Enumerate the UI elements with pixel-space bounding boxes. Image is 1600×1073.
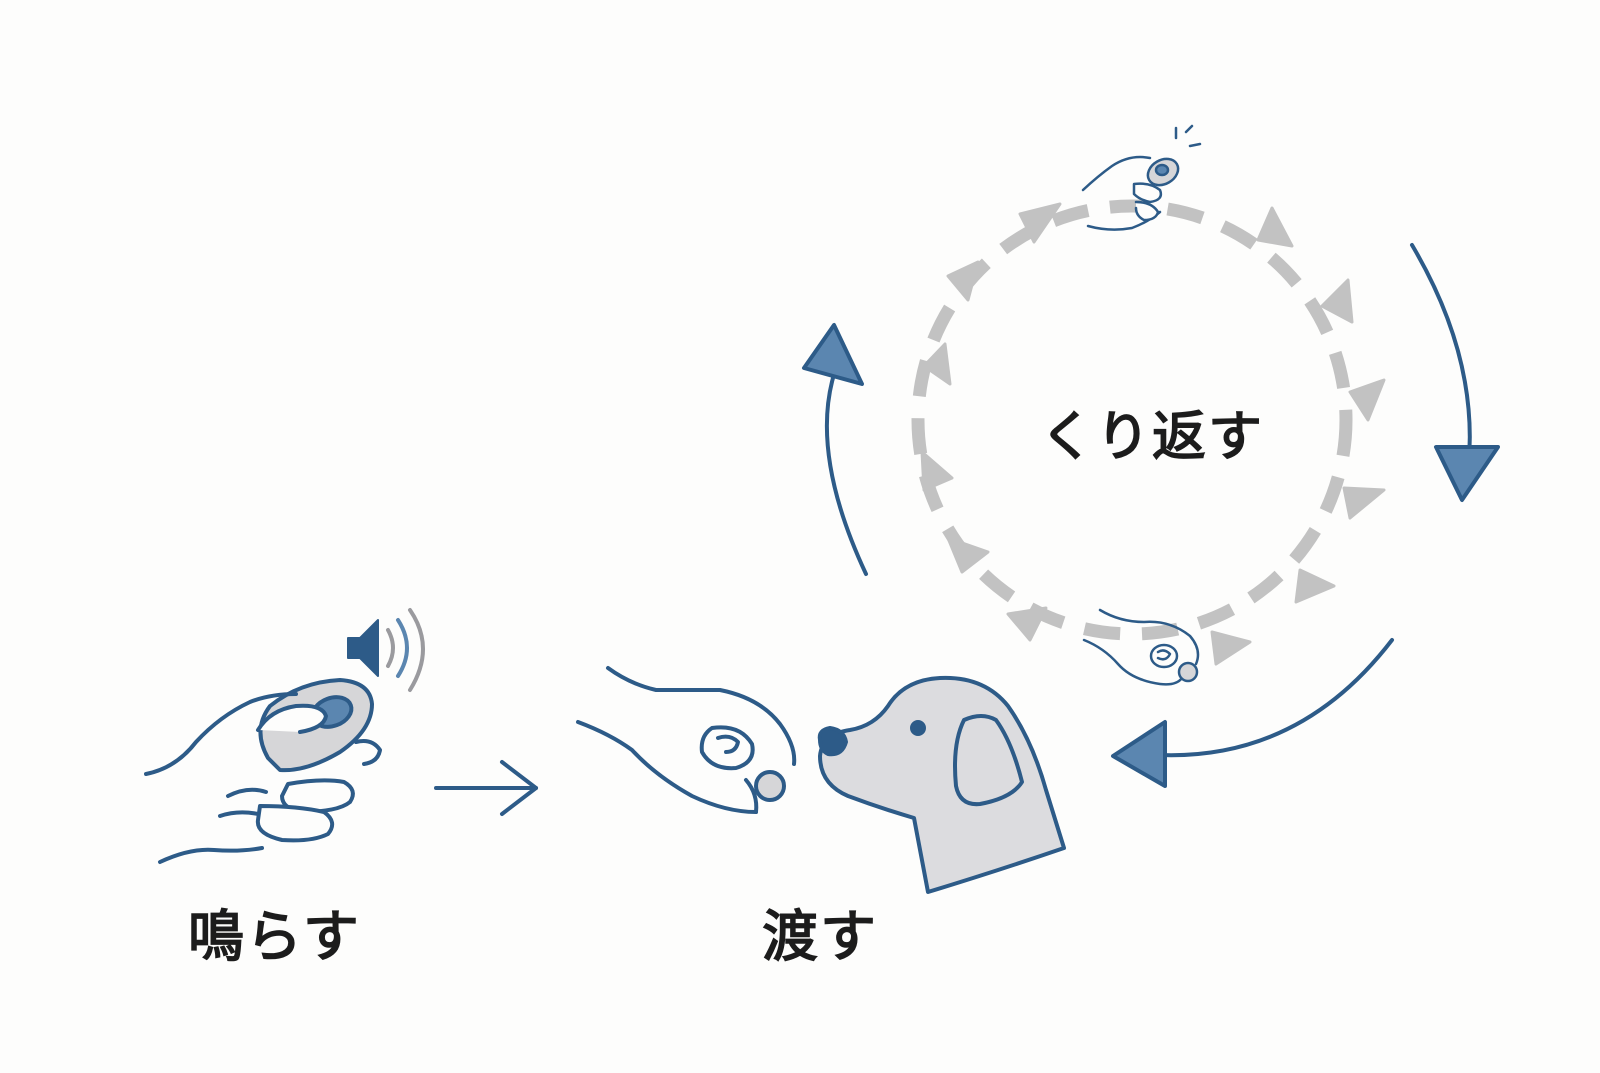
outer-arrow-left — [824, 366, 868, 576]
hand-pressing-clicker-icon — [1081, 124, 1202, 231]
ring-arrowhead — [1018, 202, 1062, 244]
sound-label: 鳴らす — [188, 905, 361, 970]
speaker-icon — [347, 608, 425, 692]
outer-arrow-right — [1410, 243, 1472, 472]
outer-arrowhead-left — [802, 323, 864, 386]
repeat-label: くり返す — [1040, 405, 1264, 468]
ring-arrowhead — [946, 536, 990, 574]
give-label: 渡す — [762, 905, 878, 970]
outer-arrowhead-bottom — [1111, 720, 1167, 788]
hand-holding-treat-icon — [576, 666, 797, 814]
ring-arrowhead — [1006, 606, 1048, 642]
cycle-ring — [911, 199, 1353, 641]
step-arrow — [434, 760, 538, 816]
ring-arrowhead — [946, 260, 980, 302]
hand-pressing-clicker-icon-large — [144, 678, 382, 864]
dog-head-icon — [817, 675, 1066, 894]
cycle-ring-arrowheads — [920, 202, 1386, 666]
outer-arrowhead-right — [1434, 445, 1500, 502]
outer-arrow-bottom — [1158, 638, 1394, 758]
outer-cycle-arrows — [824, 243, 1472, 758]
ring-arrowhead — [1320, 278, 1354, 324]
ring-arrowhead — [920, 450, 954, 492]
hand-holding-treat-small-icon — [1082, 608, 1200, 686]
ring-arrowhead — [1342, 486, 1386, 520]
ring-arrowhead — [1210, 630, 1252, 666]
ring-arrowhead — [1294, 568, 1336, 604]
outer-arrowheads — [802, 323, 1500, 788]
ring-arrowhead — [1256, 206, 1294, 248]
ring-arrowhead — [1348, 378, 1386, 422]
ring-arrowhead — [922, 342, 952, 386]
